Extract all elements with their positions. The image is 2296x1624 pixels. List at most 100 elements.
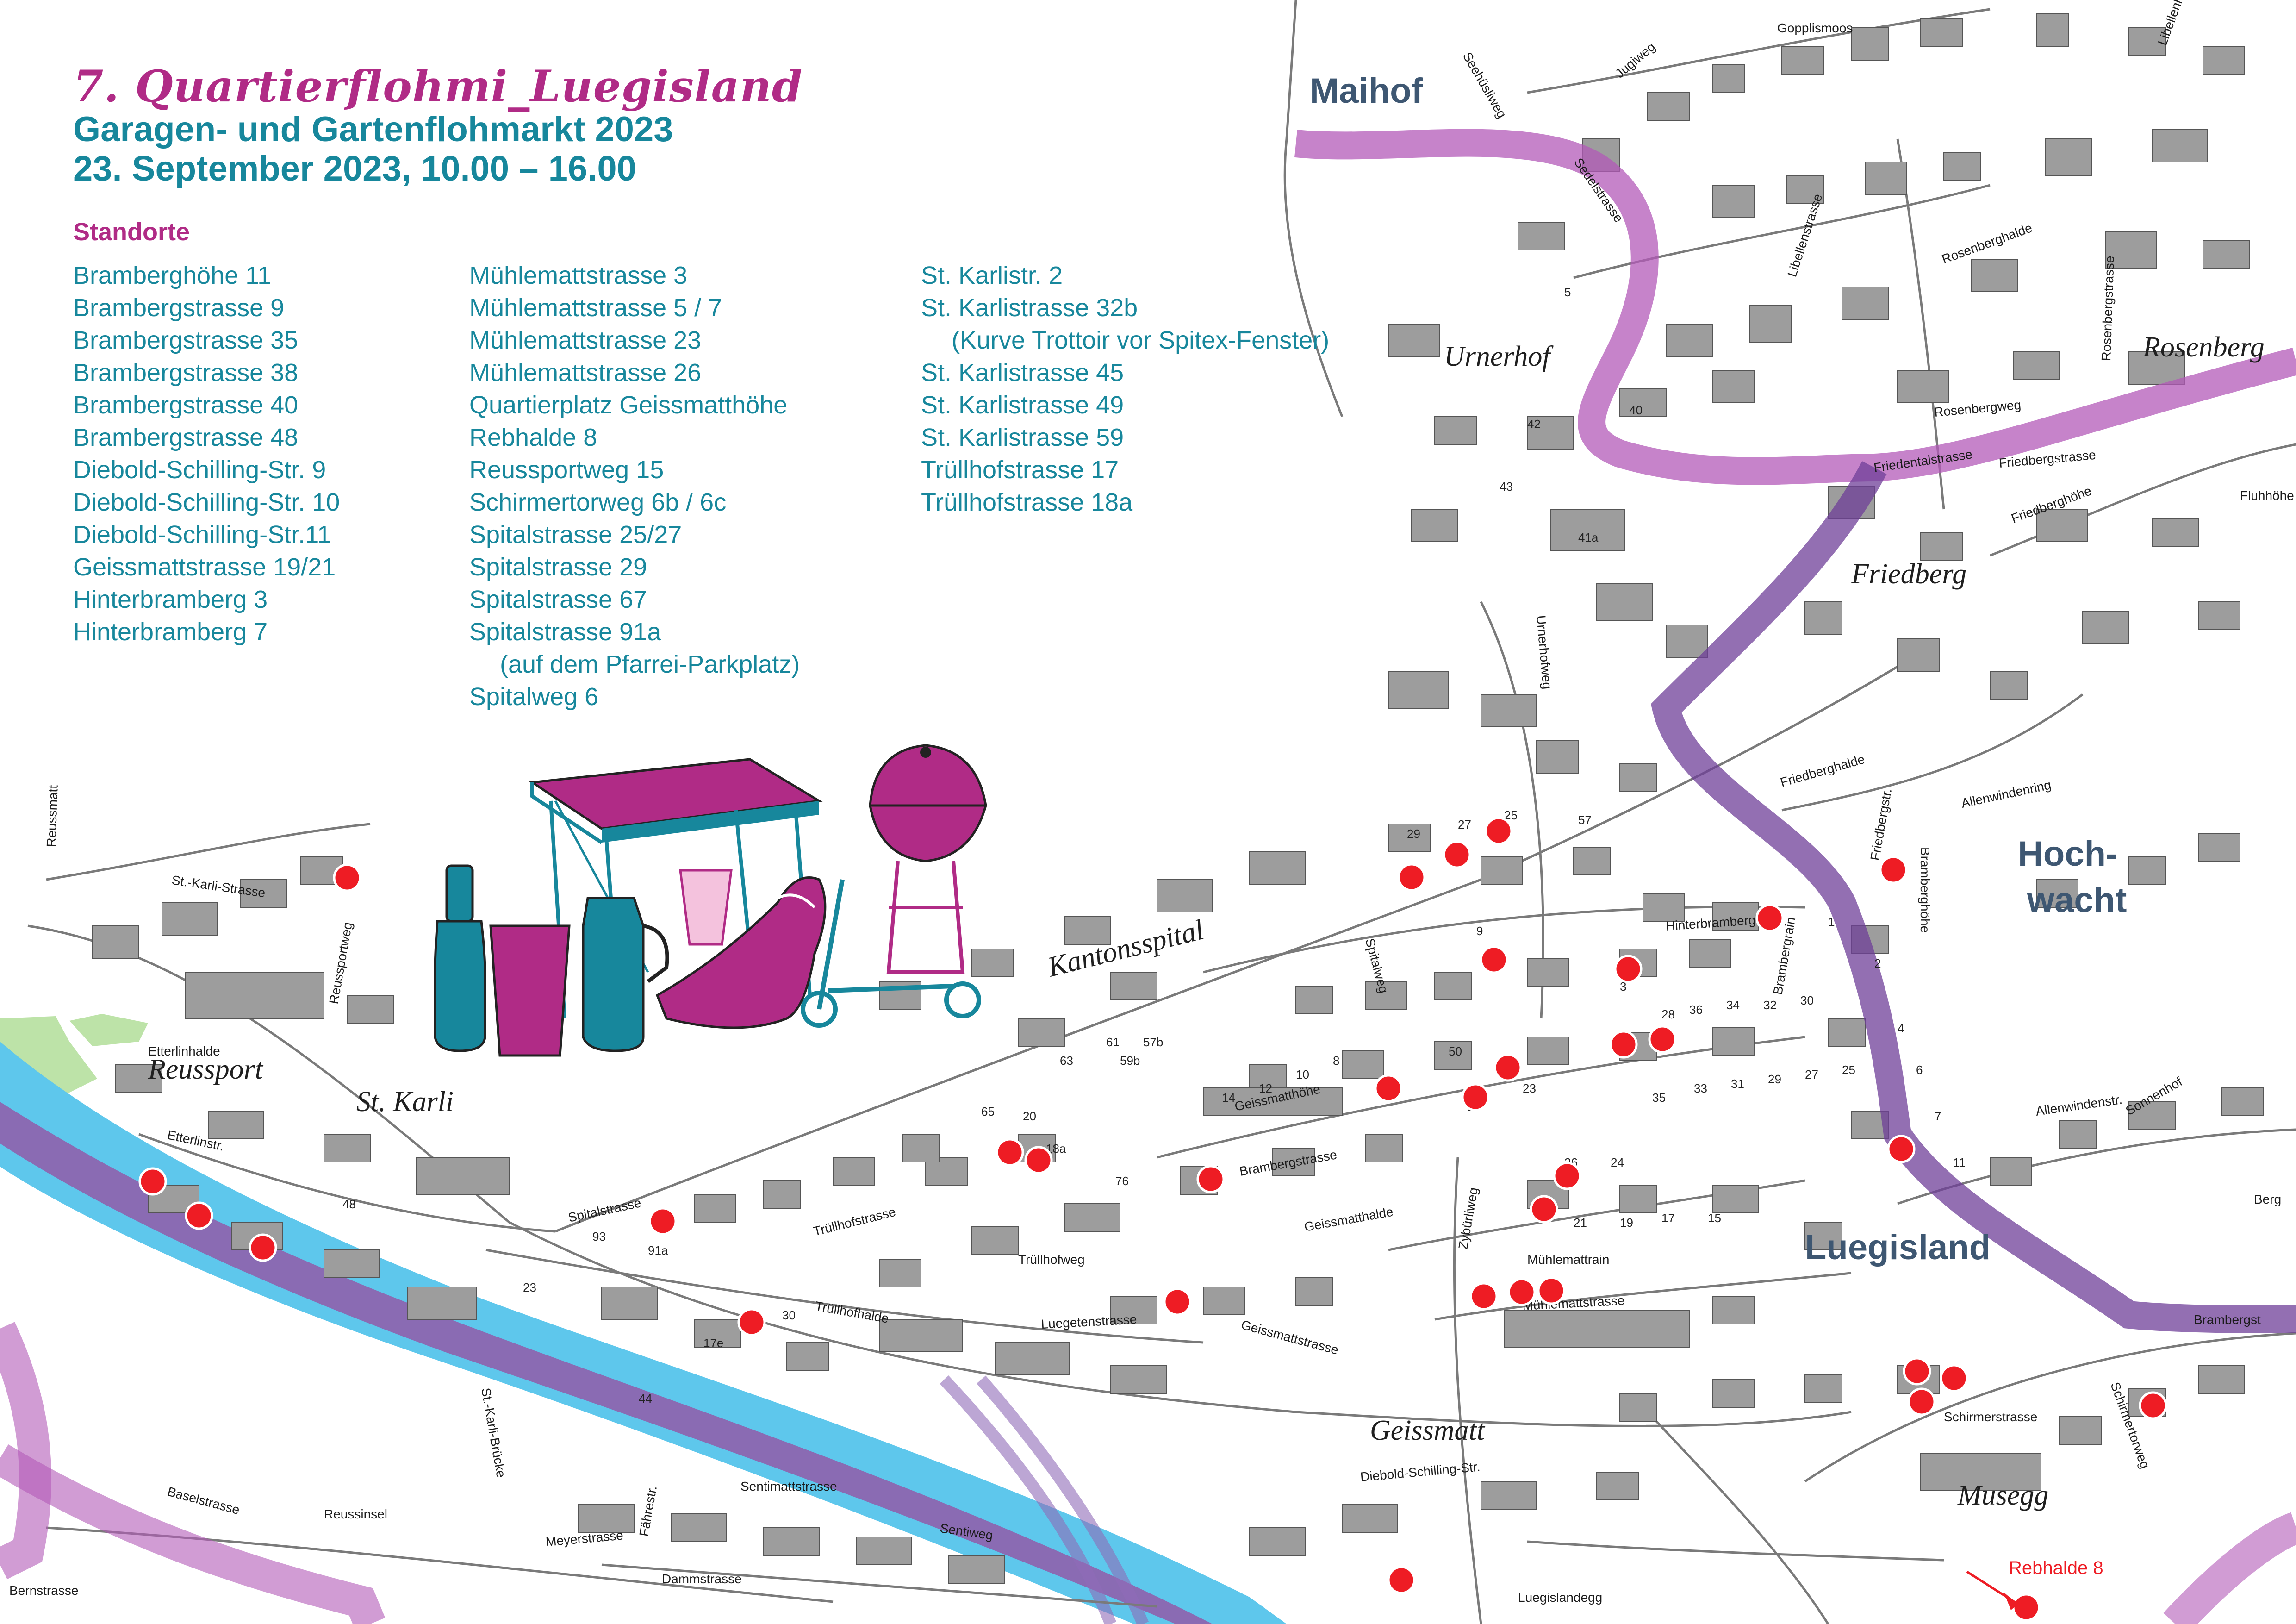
street-label: Reussportweg: [326, 921, 355, 1005]
location-note: (auf dem Pfarrei-Parkplatz): [500, 650, 800, 678]
locations-heading: Standorte: [73, 218, 190, 246]
location-item: Mühlemattstrasse 3: [469, 262, 688, 289]
location-item: Spitalstrasse 67: [469, 586, 647, 613]
house-number: 43: [1500, 480, 1513, 493]
house-number: 28: [1661, 1007, 1675, 1021]
location-item: Hinterbramberg 7: [73, 618, 268, 646]
location-item: Mühlemattstrasse 23: [469, 326, 702, 354]
locations-column-2: Mühlemattstrasse 3 Mühlemattstrasse 5 / …: [469, 259, 800, 713]
location-item: Diebold-Schilling-Str.11: [73, 521, 331, 549]
location-marker: [138, 1167, 167, 1196]
location-marker: [1480, 945, 1508, 974]
route-band-southwest: [0, 1444, 386, 1624]
house-number: 93: [592, 1230, 606, 1243]
house-number: 40: [1629, 403, 1643, 417]
house-number: 5: [1564, 285, 1571, 299]
location-item: Rebhalde 8: [469, 424, 597, 451]
location-marker: [1907, 1387, 1936, 1416]
location-item: Mühlemattstrasse 26: [469, 359, 702, 387]
house-number: 57b: [1143, 1035, 1163, 1049]
house-number: 61: [1106, 1035, 1120, 1049]
house-number: 59b: [1120, 1054, 1140, 1068]
location-marker: [1469, 1282, 1498, 1311]
street-label: Schirmerstrasse: [1944, 1410, 2037, 1424]
location-marker: [1940, 1364, 1968, 1393]
location-marker: [1609, 1030, 1638, 1059]
flea-market-illustration: [434, 744, 987, 1057]
house-number: 8: [1333, 1054, 1339, 1068]
street-label: Trüllhofstrasse: [812, 1205, 897, 1239]
street-label: Allenwindenstr.: [2035, 1092, 2123, 1118]
house-numbers: 43 41a 40 42 5 29 27 25 57 9 3 50 26 24 …: [342, 285, 1966, 1405]
house-number: 57: [1578, 813, 1592, 827]
location-marker: [1397, 863, 1426, 892]
location-marker: [1163, 1287, 1192, 1316]
scooter-icon: [801, 879, 981, 1028]
location-item: Brambergstrasse 40: [73, 391, 299, 419]
location-marker: [1484, 817, 1513, 845]
house-number: 10: [1296, 1068, 1309, 1081]
location-marker: [648, 1207, 677, 1236]
location-marker: [1443, 840, 1471, 869]
street-label: Friedbergstr.: [1867, 787, 1894, 862]
thermos-icon: [582, 897, 669, 1052]
street-label: St.-Karli-Strasse: [171, 873, 266, 900]
house-number: 29: [1407, 827, 1420, 841]
place-label: Musegg: [1957, 1480, 2048, 1511]
location-item: Reussportweg 15: [469, 456, 664, 484]
location-item: St. Karlistrasse 32b: [921, 294, 1138, 322]
house-number: 48: [342, 1197, 356, 1211]
event-title: 7. Quartierflohmi_Luegisland: [73, 61, 803, 112]
location-markers: [138, 817, 2167, 1622]
place-label: Reussport: [148, 1054, 264, 1085]
river-center-band: [0, 1102, 1213, 1624]
street-label: St.-Karli-Brücke: [479, 1387, 509, 1479]
place-label: St. Karli: [356, 1086, 454, 1118]
location-marker: [2012, 1593, 2041, 1622]
location-marker: [1196, 1165, 1225, 1193]
house-number: 17: [1661, 1211, 1675, 1225]
street-label: Brambergst: [2194, 1312, 2261, 1327]
house-number: 1: [1828, 915, 1835, 929]
location-marker: [1755, 904, 1784, 932]
street-label: Spitalstrasse: [567, 1195, 642, 1225]
house-number: 4: [1898, 1021, 1904, 1035]
street-label: Seehüsliweg: [1460, 50, 1509, 121]
location-marker: [1553, 1162, 1581, 1190]
location-item: Trüllhofstrasse 17: [921, 456, 1119, 484]
house-number: 65: [981, 1105, 995, 1118]
house-number: 32: [1763, 998, 1777, 1012]
house-number: 76: [1115, 1174, 1129, 1188]
street-network: [27, 0, 2296, 1624]
house-number: 3: [1620, 980, 1626, 993]
street-label: Libellenhöhe: [2155, 0, 2194, 47]
house-number: 27: [1805, 1068, 1818, 1081]
location-marker: [185, 1201, 213, 1230]
location-marker: [1493, 1053, 1522, 1082]
house-number: 23: [1523, 1081, 1536, 1095]
street-label: Allenwindenring: [1960, 777, 2053, 810]
location-marker: [737, 1308, 766, 1337]
location-item: Brambergstrasse 35: [73, 326, 299, 354]
place-label: Geissmatt: [1370, 1415, 1486, 1446]
house-number: 23: [523, 1280, 536, 1294]
location-item: Spitalstrasse 91a: [469, 618, 661, 646]
street-label: Bernstrasse: [9, 1583, 78, 1598]
location-item: Mühlemattstrasse 5 / 7: [469, 294, 722, 322]
street-label: Berg: [2254, 1192, 2281, 1206]
street-label: Libellenstrasse: [1785, 192, 1825, 279]
street-labels: St.-Karli-Strasse Reussmatt Reussportweg…: [9, 0, 2294, 1605]
street-label: Gopplismoos: [1777, 21, 1853, 35]
street-label: Geissmattstrasse: [1239, 1318, 1340, 1357]
street-label: Baselstrasse: [166, 1484, 241, 1517]
street-label: Fährestr.: [636, 1485, 660, 1537]
location-item: St. Karlistrasse 49: [921, 391, 1124, 419]
house-number: 11: [1953, 1156, 1966, 1169]
place-label: Rosenberg: [2142, 331, 2265, 363]
street-label: Mühlemattrain: [1527, 1252, 1609, 1267]
location-marker: [1461, 1083, 1490, 1112]
house-number: 19: [1620, 1216, 1633, 1230]
house-number: 30: [1800, 993, 1814, 1007]
location-item: Trüllhofstrasse 18a: [921, 488, 1133, 516]
house-number: 21: [1574, 1216, 1587, 1230]
